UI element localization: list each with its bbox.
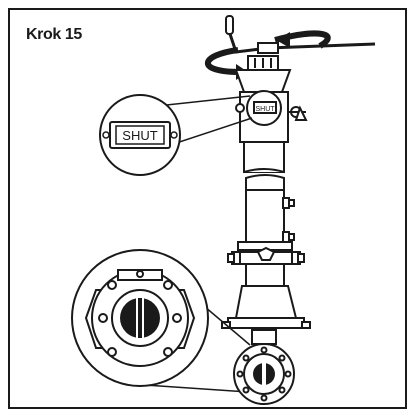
flange-disc [120,298,160,338]
indicator-text-small: SHUT [255,106,275,113]
upper-shaft [243,141,285,173]
shut-indicator-detail [99,94,181,176]
valve-bonnet [221,285,311,329]
illustration-frame [8,8,407,409]
rotation-arrow-icon [205,30,331,80]
handwheel-icon [234,55,292,93]
actuator-housing [235,90,308,143]
step-title: Krok 15 [26,26,82,43]
indicator-text-large: SHUT [122,128,157,143]
extension-tube [227,174,305,287]
valve-disc [253,363,275,385]
